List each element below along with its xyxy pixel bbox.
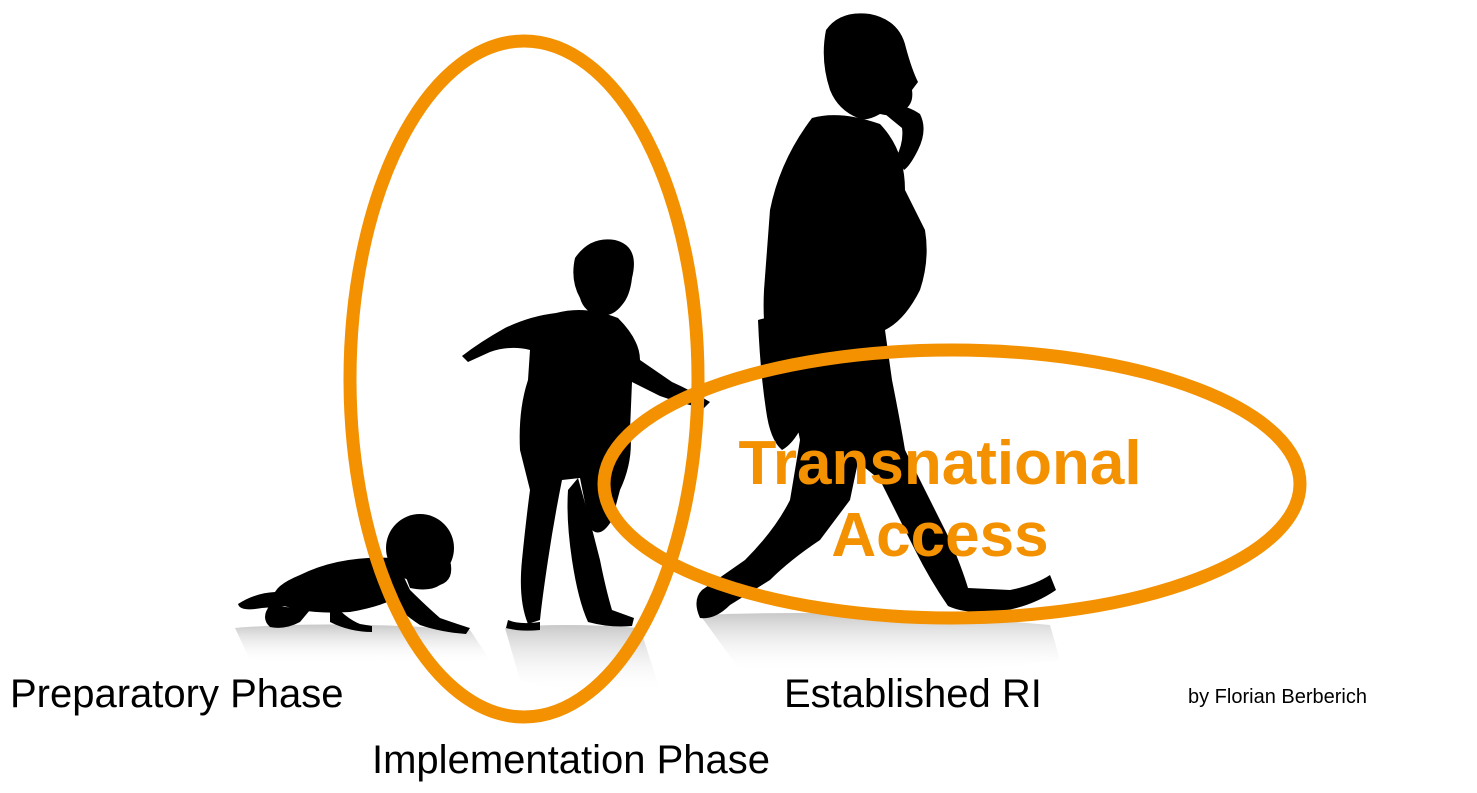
highlight-ellipses	[343, 34, 1307, 724]
walking-child-silhouette	[462, 239, 710, 631]
preparatory-phase-label: Preparatory Phase	[10, 672, 344, 716]
author-credit: by Florian Berberich	[1188, 686, 1367, 708]
implementation-phase-label: Implementation Phase	[372, 738, 771, 782]
floor-reflections	[235, 612, 1060, 694]
transnational-access-ellipse	[597, 343, 1307, 625]
crawling-baby-silhouette	[238, 514, 470, 634]
established-ri-label: Established RI	[784, 672, 1042, 716]
implementation-phase-ellipse	[343, 34, 705, 724]
walking-man-on-phone-silhouette	[696, 13, 1056, 619]
